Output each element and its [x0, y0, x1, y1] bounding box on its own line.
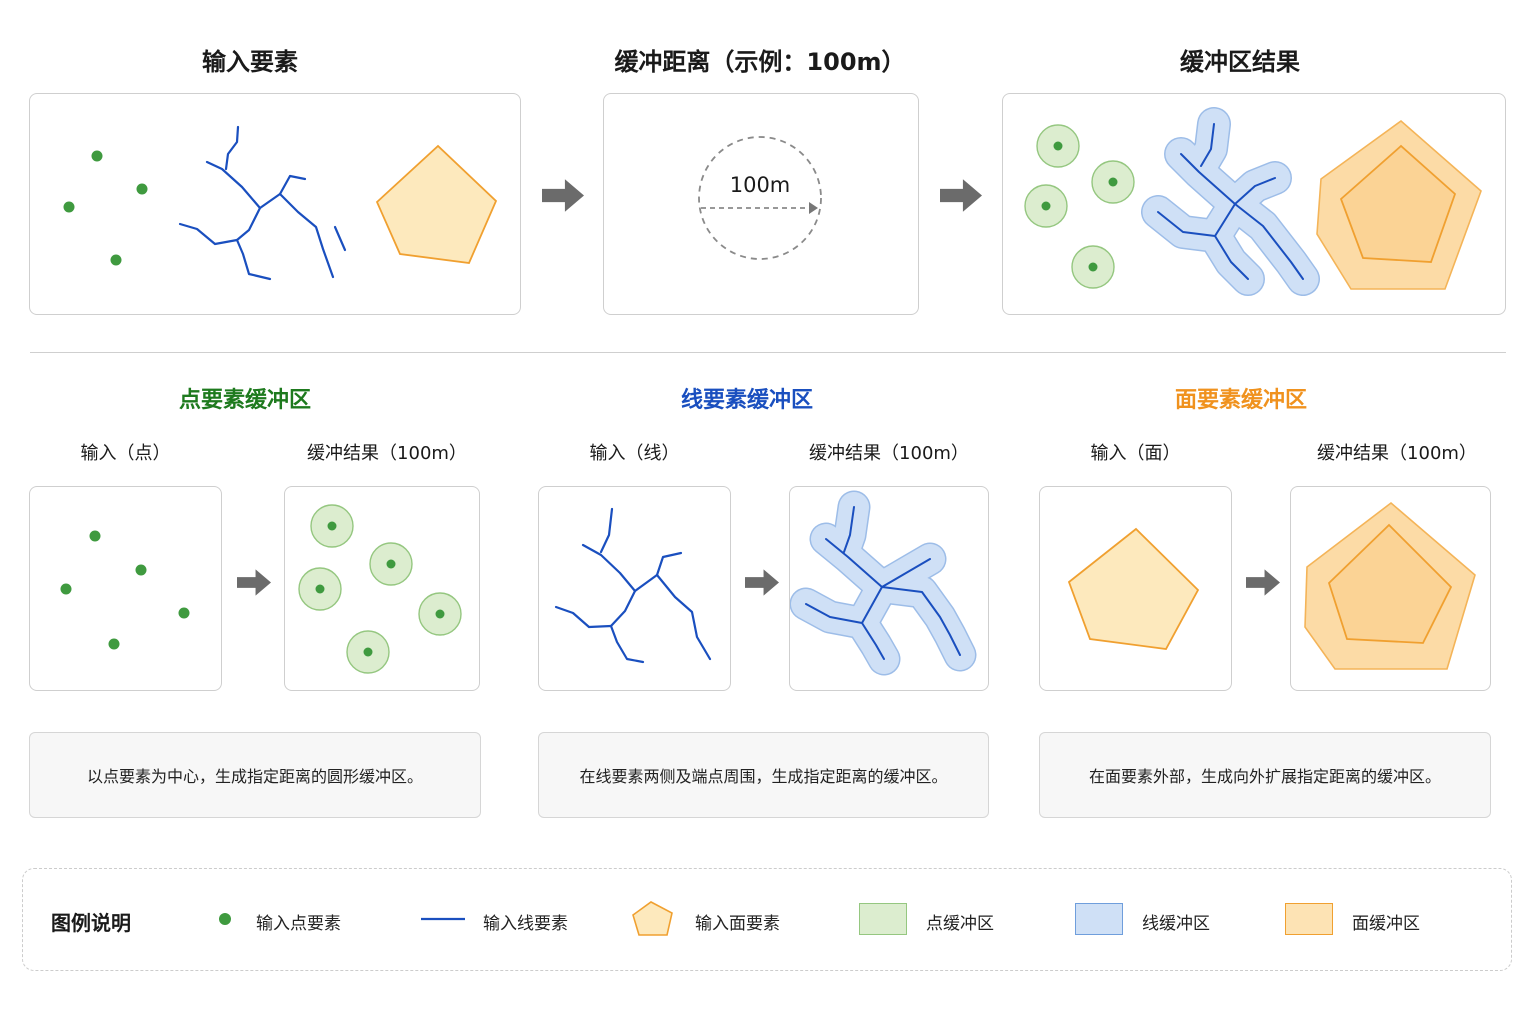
line-result-label: 缓冲结果（100m）: [809, 443, 969, 464]
line-buffer-swatch: [1075, 903, 1123, 935]
line-result-drawing: [790, 490, 977, 676]
distance-label: 100m: [729, 173, 791, 197]
result-polygon: [1339, 144, 1457, 263]
line-section-title: 线要素缓冲区: [680, 388, 813, 413]
legend-label-polygon: 输入面要素: [695, 914, 780, 934]
point-section-title: 点要素缓冲区: [178, 388, 311, 413]
arrow-right-icon: [237, 569, 271, 596]
point-buffer-swatch: [859, 903, 907, 935]
point-description: 以点要素为中心，生成指定距离的圆形缓冲区。: [29, 732, 481, 818]
line-input-drawing: [554, 507, 712, 664]
polygon-result-panel: [1290, 486, 1491, 691]
line-result-panel: [789, 486, 989, 691]
top-input-panel: [29, 93, 521, 315]
line-description: 在线要素两侧及端点周围，生成指定距离的缓冲区。: [538, 732, 989, 818]
polygon-icon: [632, 901, 673, 936]
polygon-input-drawing: [1067, 527, 1200, 650]
point-input-drawing: [60, 530, 190, 650]
input-points: [63, 150, 148, 266]
top-result-drawing: [1024, 107, 1482, 296]
point-icon: [219, 913, 231, 925]
point-result-drawing: [298, 504, 462, 674]
polygon-section-title: 面要素缓冲区: [1174, 388, 1307, 413]
input-lines: [178, 125, 347, 281]
line-input-panel: [538, 486, 731, 691]
arrow-right-icon: [940, 179, 982, 212]
arrow-right-icon: [1246, 569, 1280, 596]
legend-title: 图例说明: [51, 911, 131, 935]
top-input-drawing: [63, 125, 498, 281]
buffer-distance-title: 缓冲距离（示例：100m）: [614, 48, 906, 76]
input-polygon: [375, 144, 498, 264]
legend-label-polygon-buffer: 面缓冲区: [1352, 914, 1420, 934]
arrow-right-icon: [542, 179, 584, 212]
point-input-label: 输入（点）: [80, 443, 171, 464]
legend-label-point: 输入点要素: [256, 914, 341, 934]
top-distance-panel: 100m: [603, 93, 919, 315]
polygon-result-label: 缓冲结果（100m）: [1317, 443, 1477, 464]
buffer-result-title: 缓冲区结果: [1180, 48, 1300, 76]
line-input-label: 输入（线）: [589, 443, 680, 464]
line-icon: [421, 917, 465, 921]
section-divider: [30, 352, 1506, 353]
line-buffer: [1141, 107, 1320, 296]
distance-drawing: [698, 136, 822, 260]
polygon-input-label: 输入（面）: [1090, 443, 1181, 464]
polygon-input-panel: [1039, 486, 1232, 691]
polygon-buffer-swatch: [1285, 903, 1333, 935]
legend-label-line: 输入线要素: [483, 914, 568, 934]
input-features-title: 输入要素: [202, 48, 298, 76]
point-result-label: 缓冲结果（100m）: [307, 443, 467, 464]
point-result-panel: [284, 486, 480, 691]
arrow-right-icon: [745, 569, 779, 596]
polygon-description: 在面要素外部，生成向外扩展指定距离的缓冲区。: [1039, 732, 1491, 818]
point-input-panel: [29, 486, 222, 691]
point-buffers: [1024, 124, 1135, 289]
legend: 图例说明 输入点要素 输入线要素 输入面要素 点缓冲区 线缓冲区 面缓冲区: [22, 868, 1512, 971]
top-result-panel: [1002, 93, 1506, 315]
legend-label-line-buffer: 线缓冲区: [1142, 914, 1210, 934]
polygon-result-drawing: [1304, 501, 1476, 670]
legend-label-point-buffer: 点缓冲区: [926, 914, 994, 934]
